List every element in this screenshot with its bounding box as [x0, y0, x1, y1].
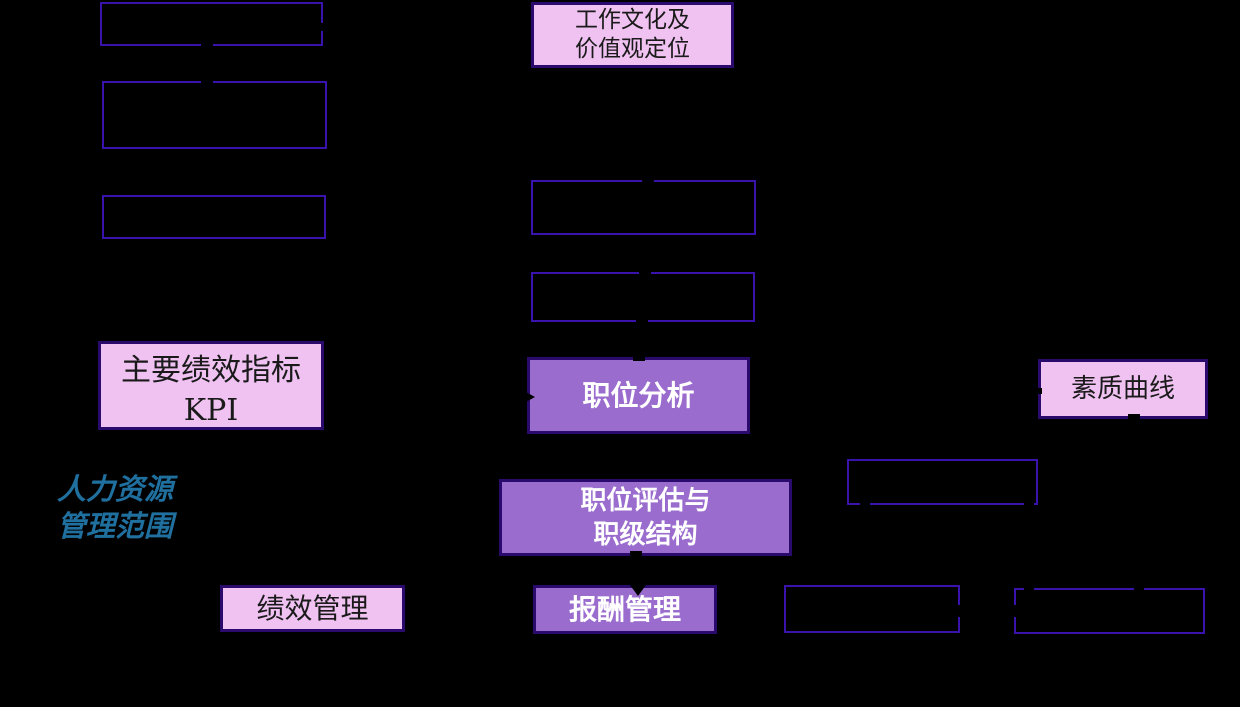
kpi-line2: KPI — [183, 393, 239, 428]
culture-values-line2: 价值观定位 — [575, 36, 690, 62]
connector-gap — [630, 551, 642, 557]
kpi-line1: 主要绩效指标 — [121, 353, 301, 388]
connector-gap — [633, 356, 645, 361]
connector-gap — [1012, 605, 1016, 617]
job-evaluation-line1: 职位评估与 — [580, 485, 711, 516]
empty-box-middle-1 — [531, 180, 756, 235]
connector-gap — [955, 605, 960, 617]
connector-gap — [639, 271, 651, 275]
connector-gap — [1024, 501, 1034, 506]
connector-gap — [201, 42, 213, 47]
connector-gap — [1024, 587, 1034, 591]
empty-box-bottom-1 — [784, 585, 960, 633]
arrowhead-into-compensation — [630, 585, 646, 596]
empty-box-left-2 — [102, 81, 327, 149]
connector-gap — [1128, 414, 1140, 420]
empty-box-top-left — [100, 2, 323, 46]
connector-gap — [320, 23, 325, 31]
empty-box-left-3 — [102, 195, 326, 239]
compensation-management-box: 报酬管理 — [533, 585, 717, 634]
connector-gap — [642, 179, 654, 183]
hr-scope-label-line2: 管理范围 — [57, 509, 174, 543]
hr-scope-label: 人力资源 管理范围 — [57, 471, 173, 545]
connector-gap — [201, 80, 213, 85]
culture-values-line1: 工作文化及 — [575, 7, 690, 34]
empty-box-right — [847, 459, 1038, 505]
performance-management-label: 绩效管理 — [256, 592, 369, 625]
connector-gap — [860, 501, 870, 506]
hr-scope-label-line1: 人力资源 — [57, 472, 174, 506]
job-evaluation-box: 职位评估与 职级结构 — [499, 479, 792, 556]
empty-box-bottom-2 — [1014, 588, 1205, 634]
job-analysis-label: 职位分析 — [582, 379, 695, 412]
empty-box-middle-2 — [531, 272, 755, 322]
job-evaluation-line2: 职级结构 — [593, 519, 698, 550]
compensation-management-label: 报酬管理 — [568, 593, 681, 626]
kpi-box: 主要绩效指标 KPI — [98, 341, 324, 430]
job-analysis-box: 职位分析 — [527, 357, 750, 434]
quality-curve-box: 素质曲线 — [1038, 359, 1208, 419]
performance-management-box: 绩效管理 — [220, 585, 405, 632]
connector-gap — [1036, 388, 1042, 394]
arrowhead-into-job-analysis — [524, 391, 535, 403]
quality-curve-label: 素质曲线 — [1070, 373, 1175, 404]
culture-values-box: 工作文化及 价值观定位 — [531, 2, 734, 68]
connector-gap — [636, 319, 648, 323]
connector-gap — [1134, 587, 1144, 591]
